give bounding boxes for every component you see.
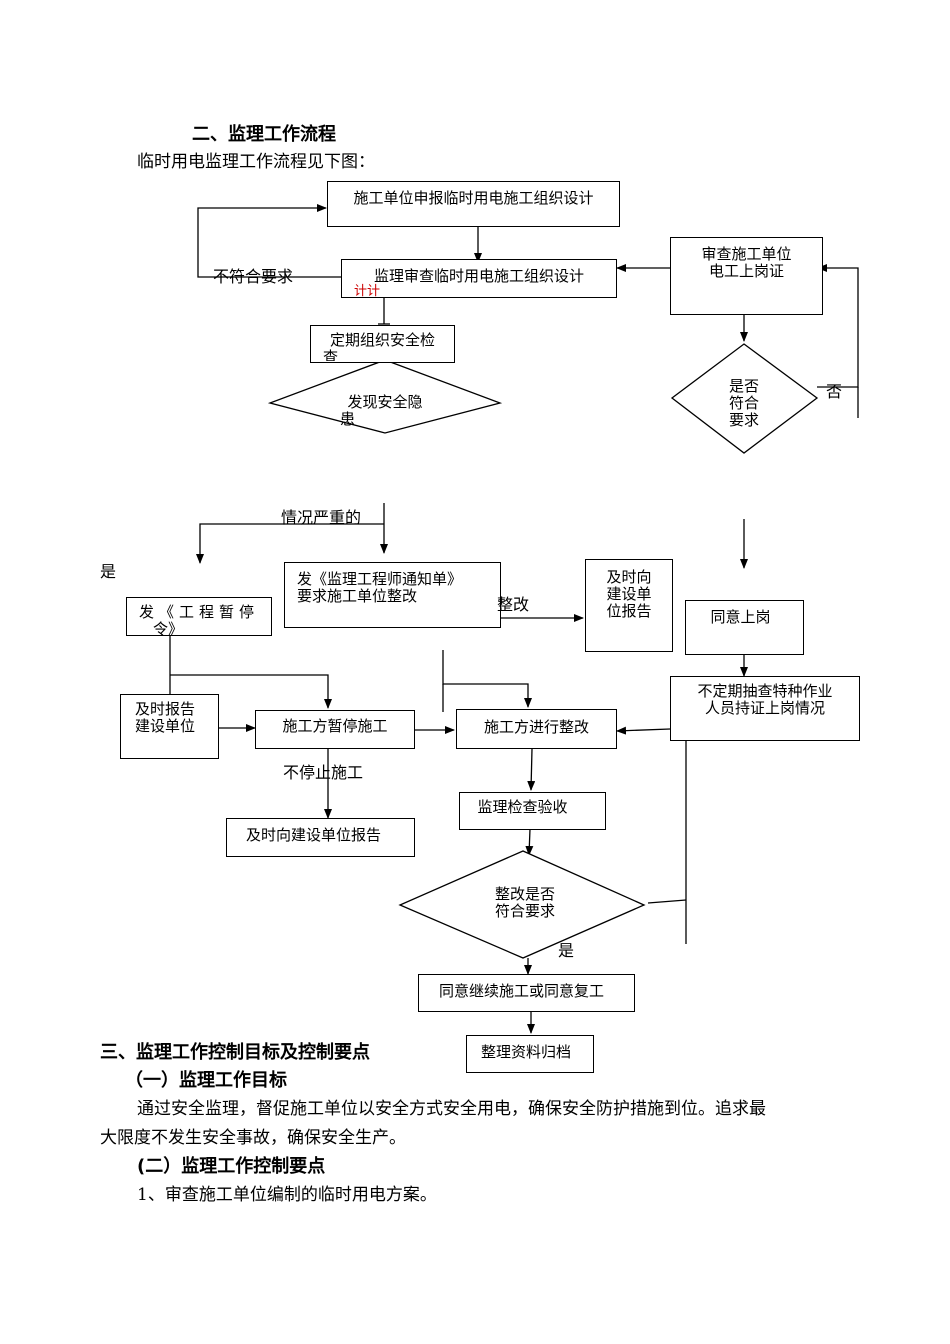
overflow-text: 计计 (354, 284, 381, 299)
node-report-owner: 及时向 建设单 位报告 (585, 559, 673, 652)
list-item: 1、审查施工单位编制的临时用电方案。 (137, 1185, 437, 1205)
sub-heading-1: （一）监理工作目标 (125, 1070, 287, 1091)
node-inspection-acceptance: 监理检查验收 (459, 792, 606, 830)
node-stop-order: 发《工程暂停 令》 (126, 597, 272, 636)
label-yes-left: 是 (100, 562, 117, 581)
node-approve-continue: 同意继续施工或同意复工 (418, 974, 635, 1012)
section-heading-3: 三、监理工作控制目标及控制要点 (100, 1042, 370, 1063)
node-safety-inspection: 定期组织安全检 查 (310, 325, 455, 363)
label-yes-bottom: 是 (558, 941, 575, 960)
node-random-check: 不定期抽查特种作业 人员持证上岗情况 (670, 676, 860, 741)
paragraph-line: 通过安全监理，督促施工单位以安全方式安全用电，确保安全防护措施到位。追求最 (137, 1099, 766, 1119)
label-serious: 情况严重的 (281, 508, 362, 527)
paragraph-line: 大限度不发生安全事故，确保安全生产。 (100, 1128, 406, 1148)
label-no: 否 (826, 382, 843, 401)
node-suspend-work: 施工方暂停施工 (255, 710, 415, 749)
section-heading: 二、监理工作流程 (192, 124, 336, 145)
intro-text: 临时用电监理工作流程见下图： (137, 152, 375, 172)
label-rectify: 整改 (497, 595, 530, 614)
node-report-owner-3: 及时向建设单位报告 (226, 818, 415, 857)
node-approve-work: 同意上岗 (685, 600, 804, 655)
sub-heading-2: (二）监理工作控制要点 (137, 1156, 326, 1177)
decision-meets-requirement-label: 是否 符合 要求 (728, 377, 759, 429)
node-review-plan: 监理审查临时用电施工组织设计 (341, 259, 617, 298)
node-contractor-rectify: 施工方进行整改 (456, 709, 617, 749)
node-submit-plan: 施工单位申报临时用电施工组织设计 (327, 181, 620, 227)
label-not-stop: 不停止施工 (283, 763, 364, 782)
decision-rectify-label: 整改是否 符合要求 (494, 885, 555, 920)
decision-hazard-label: 发现安全隐 患 (340, 393, 423, 428)
node-archive: 整理资料归档 (466, 1035, 594, 1073)
node-report-owner-2: 及时报告 建设单位 (120, 694, 219, 759)
node-issue-notice: 发《监理工程师通知单》 要求施工单位整改 (284, 562, 501, 628)
label-not-meet: 不符合要求 (213, 267, 294, 286)
node-check-electrician-cert: 审查施工单位 电工上岗证 (670, 237, 823, 315)
